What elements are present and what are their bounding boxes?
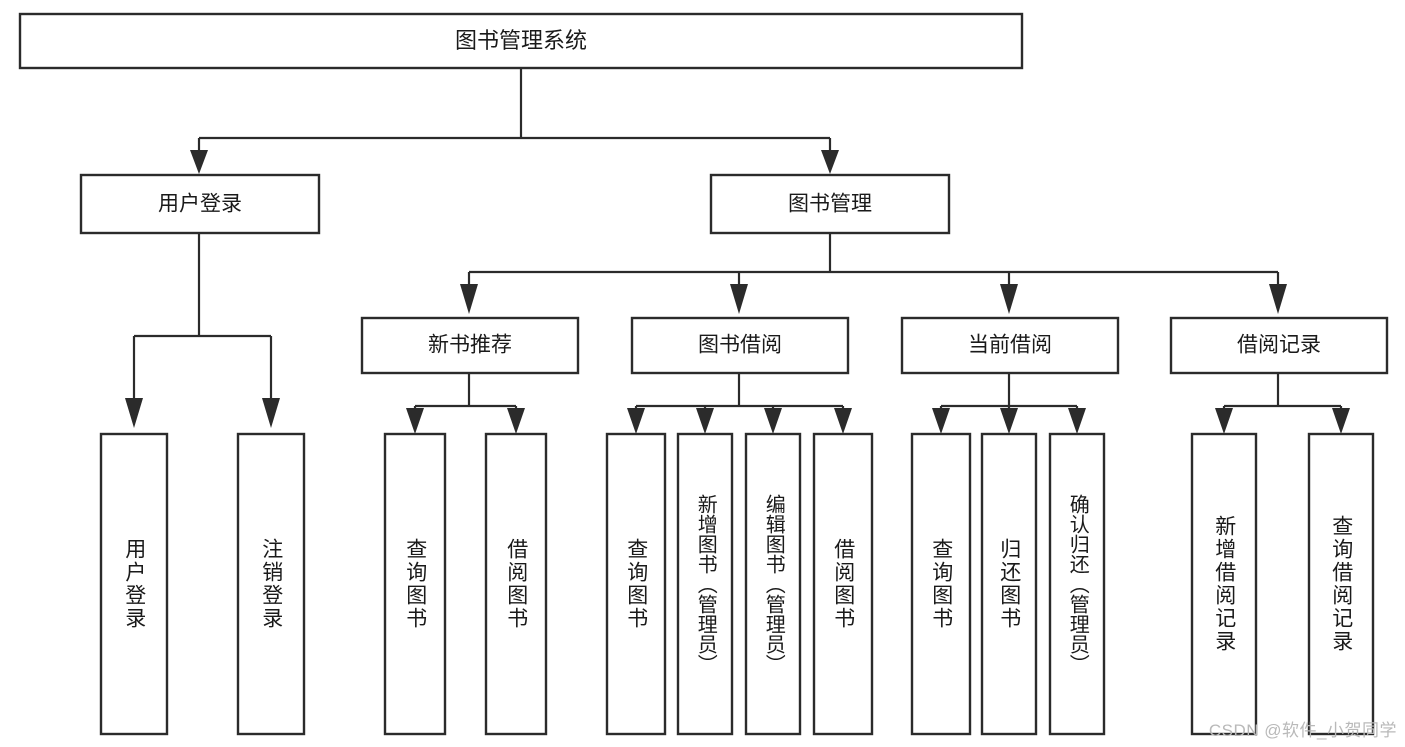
arrowhead-leaf-borrow-book-1 [507, 408, 525, 434]
arrowhead-leaf-query-book-3 [932, 408, 950, 434]
arrowhead-leaf-query-record [1332, 408, 1350, 434]
leaf-boxes [99, 432, 1375, 736]
node-borrow-record-label: 借阅记录 [1237, 334, 1321, 357]
leaf-return-book-box[interactable] [980, 432, 1038, 736]
arrowhead-leaf-return-book [1000, 408, 1018, 434]
arrowhead-book-borrow [730, 284, 748, 314]
connector-group-new-book-rec [406, 373, 525, 434]
node-borrow-record[interactable]: 借阅记录 [1169, 316, 1389, 375]
node-new-book-rec[interactable]: 新书推荐 [360, 316, 580, 375]
leaf-add-record-box[interactable] [1190, 432, 1258, 736]
leaf-edit-book-box[interactable] [744, 432, 802, 736]
node-user-login-label: 用户登录 [158, 193, 242, 216]
node-book-manage-box[interactable] [709, 173, 951, 235]
arrowhead-leaf-confirm-return [1068, 408, 1086, 434]
connector-group-borrow-record [1215, 373, 1350, 434]
arrowhead-leaf-borrow-book-2 [834, 408, 852, 434]
leaf-confirm-return-box[interactable] [1048, 432, 1106, 736]
leaf-query-book-1-box[interactable] [383, 432, 447, 736]
node-new-book-rec-label: 新书推荐 [428, 334, 512, 357]
leaf-query-book-3-box[interactable] [910, 432, 972, 736]
node-root-box[interactable] [18, 12, 1024, 70]
node-root[interactable]: 图书管理系统 [18, 12, 1024, 70]
node-user-login[interactable]: 用户登录 [79, 173, 321, 235]
node-current-borrow-label: 当前借阅 [968, 334, 1052, 357]
arrowhead-leaf-add-book [696, 408, 714, 434]
csdn-watermark: CSDN @软件_小贺同学 [1208, 721, 1397, 740]
leaf-query-record-box[interactable] [1307, 432, 1375, 736]
arrowhead-leaf-logout [262, 398, 280, 428]
connector-group-book-borrow [627, 373, 852, 434]
arrowhead-leaf-user-login [125, 398, 143, 428]
node-book-borrow-label: 图书借阅 [698, 334, 782, 357]
arrowhead-new-book-rec [460, 284, 478, 314]
node-borrow-record-box[interactable] [1169, 316, 1389, 375]
leaf-user-login-box[interactable] [99, 432, 169, 736]
arrowhead-leaf-add-record [1215, 408, 1233, 434]
leaf-logout-box[interactable] [236, 432, 306, 736]
node-book-borrow[interactable]: 图书借阅 [630, 316, 850, 375]
node-book-borrow-box[interactable] [630, 316, 850, 375]
node-root-label: 图书管理系统 [455, 28, 587, 53]
leaf-add-book-box[interactable] [676, 432, 734, 736]
connector-group-root [190, 68, 839, 174]
connector-group-user-login [125, 233, 280, 428]
leaf-borrow-book-1-box[interactable] [484, 432, 548, 736]
node-user-login-box[interactable] [79, 173, 321, 235]
node-current-borrow-box[interactable] [900, 316, 1120, 375]
arrowhead-user-login [190, 150, 208, 174]
arrowhead-leaf-query-book-1 [406, 408, 424, 434]
arrowhead-leaf-edit-book [764, 408, 782, 434]
arrowhead-leaf-query-book-2 [627, 408, 645, 434]
node-book-manage[interactable]: 图书管理 [709, 173, 951, 235]
arrowhead-current-borrow [1000, 284, 1018, 314]
leaf-borrow-book-2-box[interactable] [812, 432, 874, 736]
node-current-borrow[interactable]: 当前借阅 [900, 316, 1120, 375]
node-new-book-rec-box[interactable] [360, 316, 580, 375]
connector-group-current-borrow [932, 373, 1086, 434]
leaf-query-book-2-box[interactable] [605, 432, 667, 736]
arrowhead-book-manage [821, 150, 839, 174]
connector-group-book-manage [460, 233, 1287, 314]
arrowhead-borrow-record [1269, 284, 1287, 314]
node-book-manage-label: 图书管理 [788, 193, 872, 216]
